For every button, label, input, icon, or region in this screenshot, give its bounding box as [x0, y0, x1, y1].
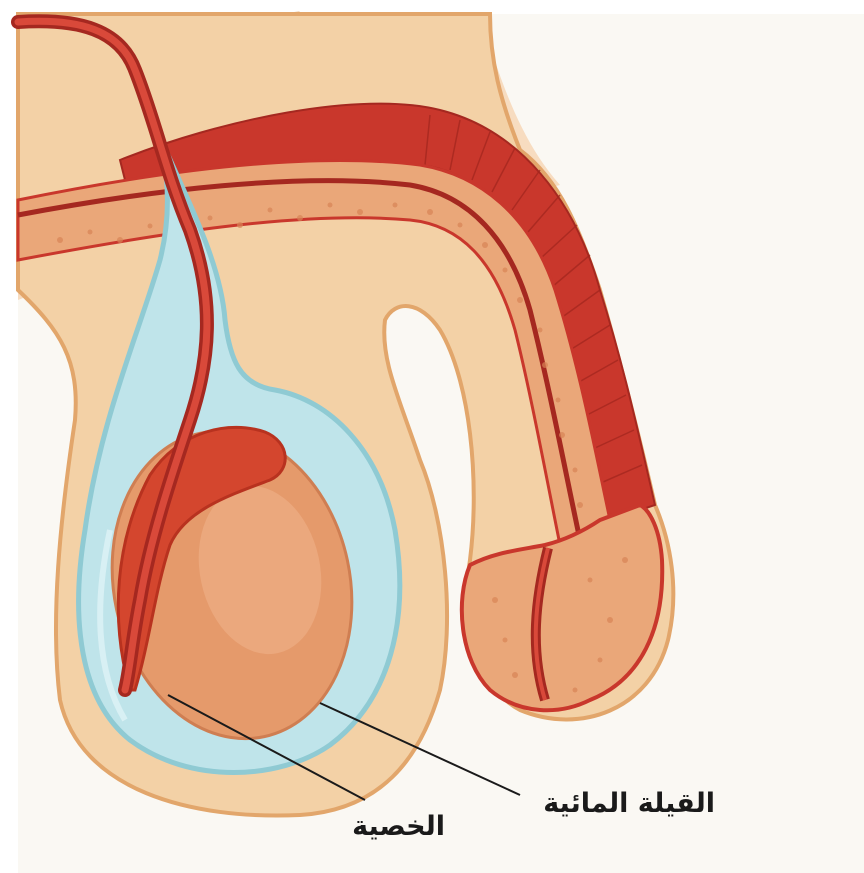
hydrocele-label: القيلة المائية	[543, 788, 715, 819]
testis-label: الخصية	[352, 811, 445, 842]
